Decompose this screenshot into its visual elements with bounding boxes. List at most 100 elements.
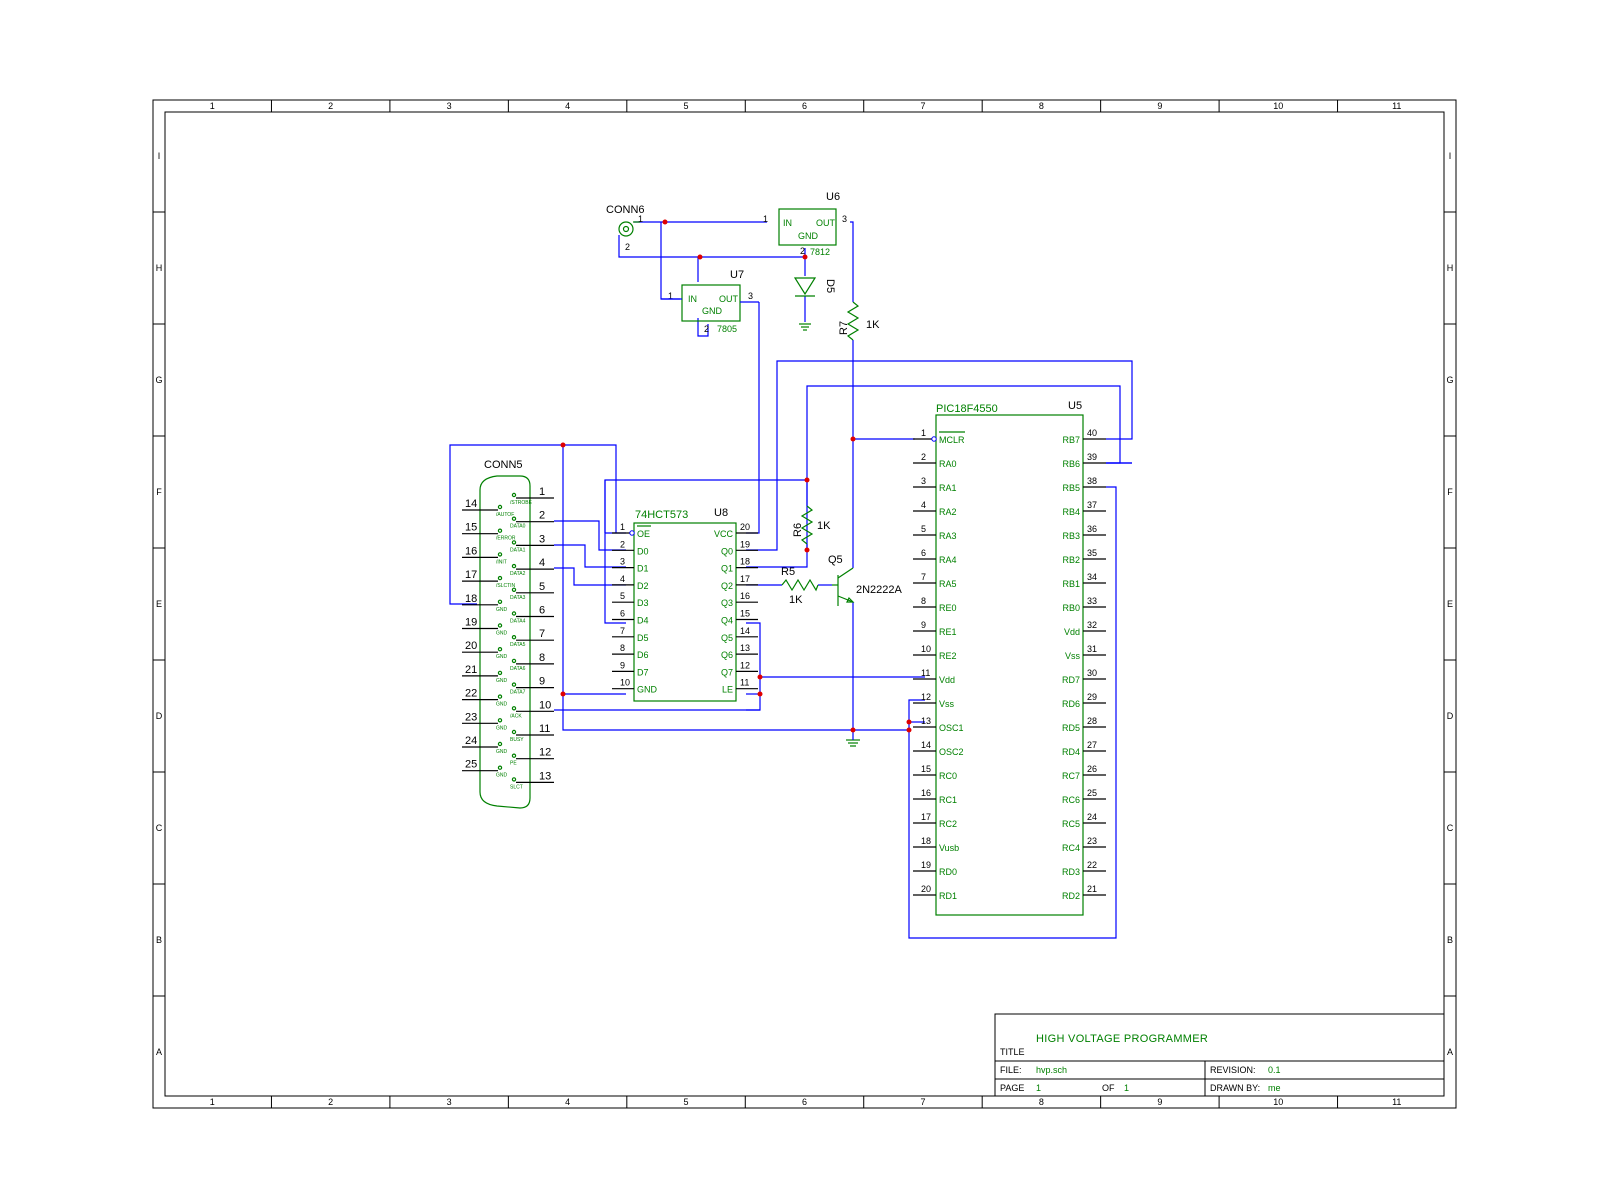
- conn5-signal-name: DATA0: [510, 524, 526, 530]
- col-label-top: 9: [1157, 101, 1162, 111]
- conn5-pin-contact: [511, 682, 517, 687]
- conn5-signal-name: GND: [496, 631, 508, 637]
- conn5-pin-contact: [497, 599, 503, 605]
- conn5-pin-contact: [511, 587, 517, 593]
- ic-pin-number: 25: [1087, 788, 1097, 798]
- col-label-bottom: 1: [210, 1097, 215, 1107]
- conn5-pin-number: 21: [465, 664, 477, 676]
- ic-pin-number: 3: [620, 557, 625, 567]
- col-label-top: 10: [1273, 101, 1283, 111]
- ic-pin-name: RD7: [1062, 675, 1080, 685]
- conn5-signal-name: GND: [496, 749, 508, 755]
- q5-value: 2N2222A: [856, 584, 903, 596]
- ic-pin-number: 35: [1087, 548, 1097, 558]
- u7-gnd-label: GND: [702, 306, 723, 316]
- col-label-bottom: 9: [1157, 1097, 1162, 1107]
- mclr-inversion-bubble: [931, 436, 937, 442]
- ic-pin-name: RB4: [1062, 507, 1080, 517]
- wire-data0: [554, 520, 626, 551]
- u6-pin-gnd: 2: [800, 246, 805, 256]
- ic-pin-name: RA3: [939, 531, 957, 541]
- conn5-pin-number: 23: [465, 711, 477, 723]
- conn5-signal-name: GND: [496, 702, 508, 708]
- conn5-pin-number: 18: [465, 593, 477, 605]
- conn5-pin-number: 10: [539, 699, 551, 711]
- r7-value: 1K: [866, 319, 880, 331]
- col-label-bottom: 2: [328, 1097, 333, 1107]
- col-label-top: 6: [802, 101, 807, 111]
- ic-pin-name: D3: [637, 598, 649, 608]
- conn5-signal-name: DATA6: [510, 666, 526, 672]
- conn5-pin-number: 15: [465, 522, 477, 534]
- row-label-right: E: [1447, 599, 1453, 609]
- conn5-pin-number: 4: [539, 557, 545, 569]
- ic-pin-number: 10: [620, 678, 630, 688]
- ic-pin-number: 11: [740, 678, 749, 688]
- conn5-pin-number: 8: [539, 652, 545, 664]
- u6-gnd-label: GND: [798, 231, 819, 241]
- ic-pin-name: Q3: [721, 598, 733, 608]
- ic-pin-name: RE2: [939, 651, 957, 661]
- conn5-pin-contact: [511, 777, 517, 782]
- conn5-pin-number: 1: [539, 486, 545, 498]
- ic-pin-name: Q2: [721, 581, 733, 591]
- wire-d4: [604, 480, 626, 624]
- u5-value: PIC18F4550: [936, 403, 998, 415]
- ic-pin-name: RB3: [1062, 531, 1080, 541]
- wire-data1: [554, 544, 626, 568]
- conn5-signal-name: /ACK: [510, 713, 522, 719]
- conn5-signal-name: BUSY: [510, 737, 524, 743]
- ic-pin-number: 28: [1087, 716, 1097, 726]
- ic-pin-name: RD3: [1062, 867, 1080, 877]
- row-label-left: I: [158, 151, 161, 161]
- conn5-signal-name: DATA4: [510, 619, 526, 625]
- ic-pin-name: RC4: [1062, 843, 1080, 853]
- conn6-pin1: 1: [638, 214, 643, 224]
- ic-pin-name: RB5: [1062, 483, 1080, 493]
- ic-pin-name: RD2: [1062, 891, 1080, 901]
- ic-pin-name: RB7: [1062, 435, 1080, 445]
- conn5-signal-name: GND: [496, 654, 508, 660]
- ic-pin-name: RC6: [1062, 795, 1080, 805]
- ic-pin-number: 20: [921, 884, 931, 894]
- ic-pin-number: 8: [921, 596, 926, 606]
- col-label-bottom: 7: [920, 1097, 925, 1107]
- conn5-pin-contact: [497, 528, 503, 533]
- conn5-signal-name: GND: [496, 773, 508, 779]
- ic-pin-number: 27: [1087, 740, 1097, 750]
- row-label-right: B: [1447, 935, 1453, 945]
- revision-value: 0.1: [1268, 1065, 1281, 1075]
- ic-pin-number: 20: [740, 522, 750, 532]
- ic-pin-name: RA2: [939, 507, 957, 517]
- ic-pin-number: 4: [620, 574, 625, 584]
- r6-value: 1K: [817, 520, 831, 532]
- u6-in-label: IN: [783, 218, 792, 228]
- wire-r7-mclr: [852, 340, 915, 440]
- conn5-pin-number: 3: [539, 533, 545, 545]
- conn5-pin-contact: [511, 516, 517, 521]
- row-label-right: G: [1446, 375, 1453, 385]
- conn5-pin-number: 17: [465, 569, 477, 581]
- conn5-signal-name: SLCT: [510, 784, 523, 790]
- conn5-pin-contact: [511, 563, 517, 569]
- ic-pin-number: 30: [1087, 668, 1097, 678]
- ic-pin-name: Q6: [721, 650, 733, 660]
- u7-pin-gnd: 2: [704, 324, 709, 334]
- conn5-signal-name: GND: [496, 607, 508, 613]
- u6-7812-regulator: U6 IN OUT GND 7812 1 3 2: [763, 191, 847, 257]
- ic-pin-number: 37: [1087, 500, 1097, 510]
- ic-pin-name: OSC1: [939, 723, 964, 733]
- ic-pin-name: D6: [637, 650, 649, 660]
- ic-pin-number: 17: [740, 574, 750, 584]
- ic-pin-name: GND: [637, 685, 658, 695]
- col-label-top: 8: [1039, 101, 1044, 111]
- ic-pin-number: 18: [921, 836, 931, 846]
- ic-pin-name: LE: [722, 685, 733, 695]
- ic-pin-number: 13: [740, 643, 750, 653]
- conn5-signal-name: DATA5: [510, 642, 526, 648]
- conn5-db25: CONN5 1/STROBE2DATA03DATA14DATA25DATA36D…: [462, 459, 554, 809]
- ic-pin-number: 16: [740, 591, 750, 601]
- col-label-top: 1: [210, 101, 215, 111]
- conn5-pin-number: 9: [539, 676, 545, 688]
- conn5-pin-contact: [511, 658, 517, 664]
